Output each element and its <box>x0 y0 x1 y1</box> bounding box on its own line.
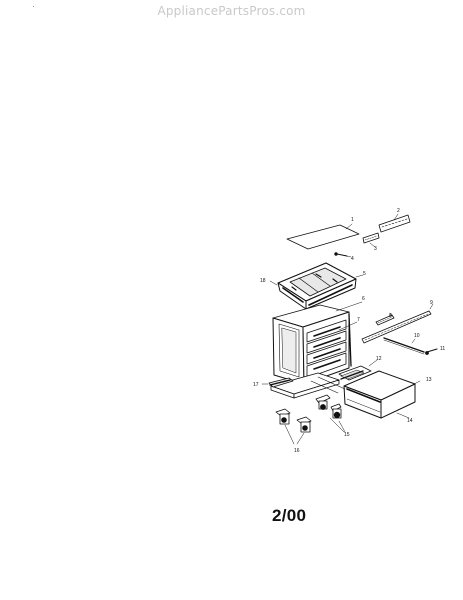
callout-11: 11 <box>440 346 445 352</box>
part-screw <box>334 252 352 258</box>
revision-date-code: 2/00 <box>272 506 307 525</box>
part-caster-locking <box>315 394 346 433</box>
callout-15: 15 <box>344 432 350 438</box>
callout-16: 16 <box>294 448 300 454</box>
callout-13: 13 <box>426 377 432 383</box>
part-small-rail <box>375 312 395 326</box>
part-tray-insert <box>338 359 378 381</box>
part-long-slide <box>361 303 434 344</box>
callout-18: 18 <box>260 278 266 284</box>
part-pin <box>425 348 438 355</box>
part-bottom-drawer <box>343 370 421 419</box>
callout-2: 2 <box>397 208 400 214</box>
stray-dot <box>33 6 34 7</box>
callout-7: 7 <box>357 317 360 323</box>
callout-1: 1 <box>351 217 354 223</box>
callout-5: 5 <box>363 271 366 277</box>
callout-12: 12 <box>376 356 382 362</box>
callout-9: 9 <box>430 300 433 306</box>
part-handle-bar <box>378 213 411 233</box>
callout-10: 10 <box>414 333 420 339</box>
part-base-rail <box>261 377 294 388</box>
part-top-mat <box>286 223 360 250</box>
callout-14: 14 <box>407 418 413 424</box>
callout-3: 3 <box>374 246 377 252</box>
part-bracket <box>362 232 380 248</box>
part-top-tray <box>269 262 364 310</box>
callout-labels: 1 2 3 4 5 6 7 8 9 10 11 12 13 14 15 16 1… <box>253 208 445 454</box>
callout-8: 8 <box>389 313 392 319</box>
watermark: AppliancePartsPros.com <box>157 4 306 18</box>
part-rod <box>383 337 425 355</box>
callout-17: 17 <box>253 382 259 388</box>
callout-6: 6 <box>362 296 365 302</box>
callout-4: 4 <box>351 256 354 262</box>
part-base-frame <box>270 372 346 399</box>
part-caster-fixed <box>275 408 312 445</box>
part-cabinet <box>272 301 363 385</box>
